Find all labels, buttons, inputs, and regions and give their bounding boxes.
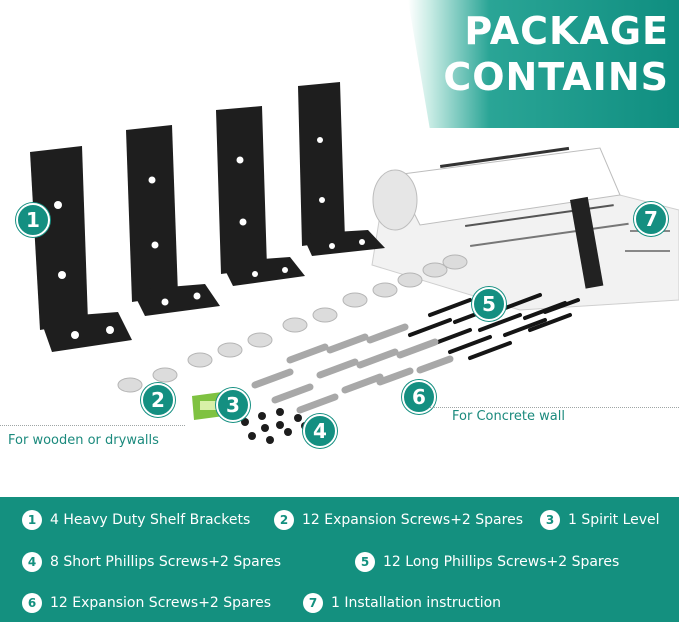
legend-item-expansion-plugs: 6 12 Expansion Screws+2 Spares: [22, 593, 271, 613]
badge-long-screw: 5: [472, 287, 506, 321]
legend-item-instruction: 7 1 Installation instruction: [303, 593, 501, 613]
legend-item-spirit-level: 3 1 Spirit Level: [540, 510, 660, 530]
legend-item-long-screws: 5 12 Long Phillips Screws+2 Spares: [355, 552, 619, 572]
legend-label: 1 Installation instruction: [331, 595, 502, 611]
shelf-bracket-icon: [30, 82, 385, 352]
legend-label: 12 Expansion Screws+2 Spares: [50, 595, 271, 611]
legend-number: 4: [22, 552, 42, 572]
legend-number: 3: [540, 510, 560, 530]
legend-label: 1 Spirit Level: [568, 512, 660, 528]
badge-expansion-plug: 6: [402, 380, 436, 414]
legend-number: 6: [22, 593, 42, 613]
legend-item-brackets: 1 4 Heavy Duty Shelf Brackets: [22, 510, 250, 530]
caption-concrete: For Concrete wall: [452, 409, 565, 424]
legend-bar: [0, 497, 679, 622]
legend-label: 12 Expansion Screws+2 Spares: [302, 512, 523, 528]
concrete-divider: [430, 407, 679, 408]
legend-number: 1: [22, 510, 42, 530]
title-line-2: CONTAINS: [443, 55, 669, 99]
product-illustration: [30, 82, 679, 444]
badge-anchor-screw: 2: [141, 383, 175, 417]
caption-wooden: For wooden or drywalls: [8, 433, 159, 448]
legend-item-short-screws: 4 8 Short Phillips Screws+2 Spares: [22, 552, 281, 572]
legend-number: 5: [355, 552, 375, 572]
legend-item-expansion-screws: 2 12 Expansion Screws+2 Spares: [274, 510, 523, 530]
instruction-sheet-icon: [371, 146, 679, 311]
short-screw-icon: [241, 408, 309, 444]
expansion-plug-icon: [251, 323, 454, 414]
legend-number: 7: [303, 593, 323, 613]
title-line-1: PACKAGE: [464, 9, 669, 53]
legend-label: 4 Heavy Duty Shelf Brackets: [50, 512, 251, 528]
anchor-screw-icon: [117, 254, 468, 393]
wooden-divider: [0, 425, 185, 426]
legend-label: 8 Short Phillips Screws+2 Spares: [50, 554, 282, 570]
header-banner: [408, 0, 679, 128]
badge-instruction: 7: [634, 202, 668, 236]
page-title: PACKAGE CONTAINS: [409, 8, 669, 100]
legend-label: 12 Long Phillips Screws+2 Spares: [383, 554, 620, 570]
badge-bracket: 1: [16, 203, 50, 237]
badge-short-screw: 4: [303, 414, 337, 448]
legend-number: 2: [274, 510, 294, 530]
badge-spirit-level: 3: [216, 388, 250, 422]
